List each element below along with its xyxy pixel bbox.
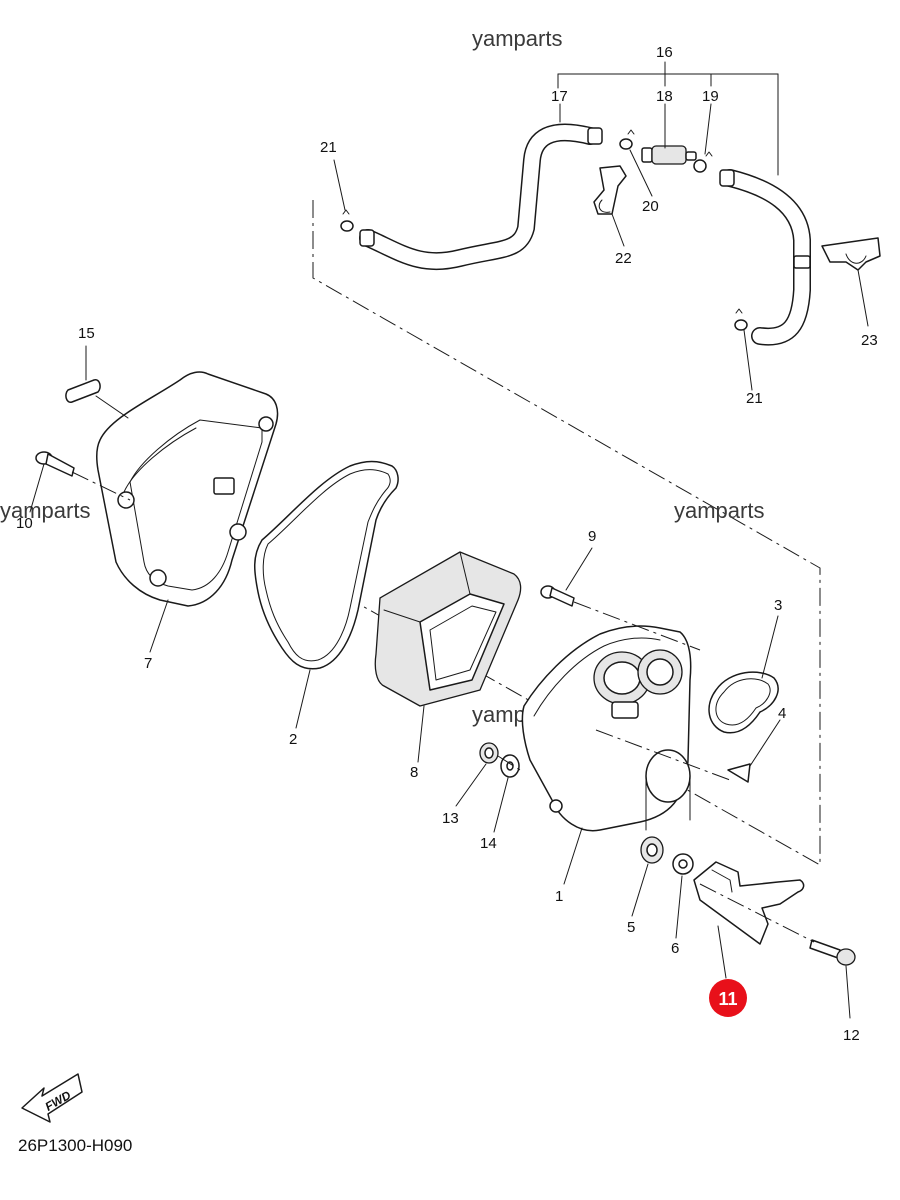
callout-8: 8 [410, 764, 418, 781]
watermark-left: yamparts [0, 498, 90, 523]
air-filter-element-8 [374, 551, 522, 707]
callout-17: 17 [551, 88, 568, 105]
diagram-code: 26P1300-H090 [18, 1136, 132, 1155]
hose-right [719, 169, 811, 346]
hose-clip-21-right [734, 308, 748, 331]
bolt-9 [540, 585, 575, 607]
callout-22: 22 [615, 250, 632, 267]
bolt-10 [35, 451, 75, 477]
callout-14: 14 [480, 835, 497, 852]
valve-18 [641, 145, 697, 165]
bracket-16 [557, 61, 779, 176]
bracket-23 [821, 237, 881, 271]
callout-12: 12 [843, 1027, 860, 1044]
callout-18: 18 [656, 88, 673, 105]
axis-case-center [595, 729, 731, 781]
hose-clip-21-left [340, 209, 354, 232]
callout-4: 4 [778, 705, 786, 722]
callout-9: 9 [588, 528, 596, 545]
callout-10: 10 [16, 515, 33, 532]
callout-20: 20 [642, 198, 659, 215]
callout-19: 19 [702, 88, 719, 105]
axis-bolt-12 [699, 883, 815, 943]
callout-2: 2 [289, 731, 297, 748]
bracket-11 [693, 861, 805, 945]
callout-7: 7 [144, 655, 152, 672]
air-filter-case-1 [521, 625, 692, 832]
callout-21-bottom: 21 [746, 390, 763, 407]
axis-nut-13 [497, 755, 521, 771]
fwd-arrow-icon: FWD [21, 1073, 83, 1123]
collar-6 [672, 853, 694, 875]
watermark-right: yamparts [674, 498, 764, 523]
callout-1: 1 [555, 888, 563, 905]
seal-3 [708, 671, 779, 734]
watermark-top: yamparts [472, 26, 562, 51]
callout-3: 3 [774, 597, 782, 614]
callout-13: 13 [442, 810, 459, 827]
axis-bolt-9 [573, 601, 701, 651]
bolt-12 [809, 939, 856, 966]
clamp-22 [593, 165, 627, 215]
hose-clip-19 [693, 151, 713, 173]
callout-15: 15 [78, 325, 95, 342]
callout-11: 11 [718, 989, 737, 1009]
callout-21-top: 21 [320, 139, 337, 156]
hose-17 [359, 123, 603, 271]
gasket-2 [254, 460, 399, 670]
callout-6: 6 [671, 940, 679, 957]
grommet-5 [640, 836, 664, 864]
highlight-badge [709, 979, 747, 1017]
callout-23: 23 [861, 332, 878, 349]
clip-4 [727, 763, 751, 783]
callout-5: 5 [627, 919, 635, 936]
nut-13 [479, 742, 499, 764]
axis-bolt-10 [71, 471, 131, 501]
air-filter-cover-7 [95, 371, 279, 607]
label-plate-15 [65, 379, 101, 403]
hose-clip-20 [619, 129, 635, 150]
leader-lines [29, 103, 869, 1019]
callout-16: 16 [656, 44, 673, 61]
washer-14 [500, 754, 520, 778]
callout-11-highlight[interactable]: 11 [709, 979, 747, 1017]
